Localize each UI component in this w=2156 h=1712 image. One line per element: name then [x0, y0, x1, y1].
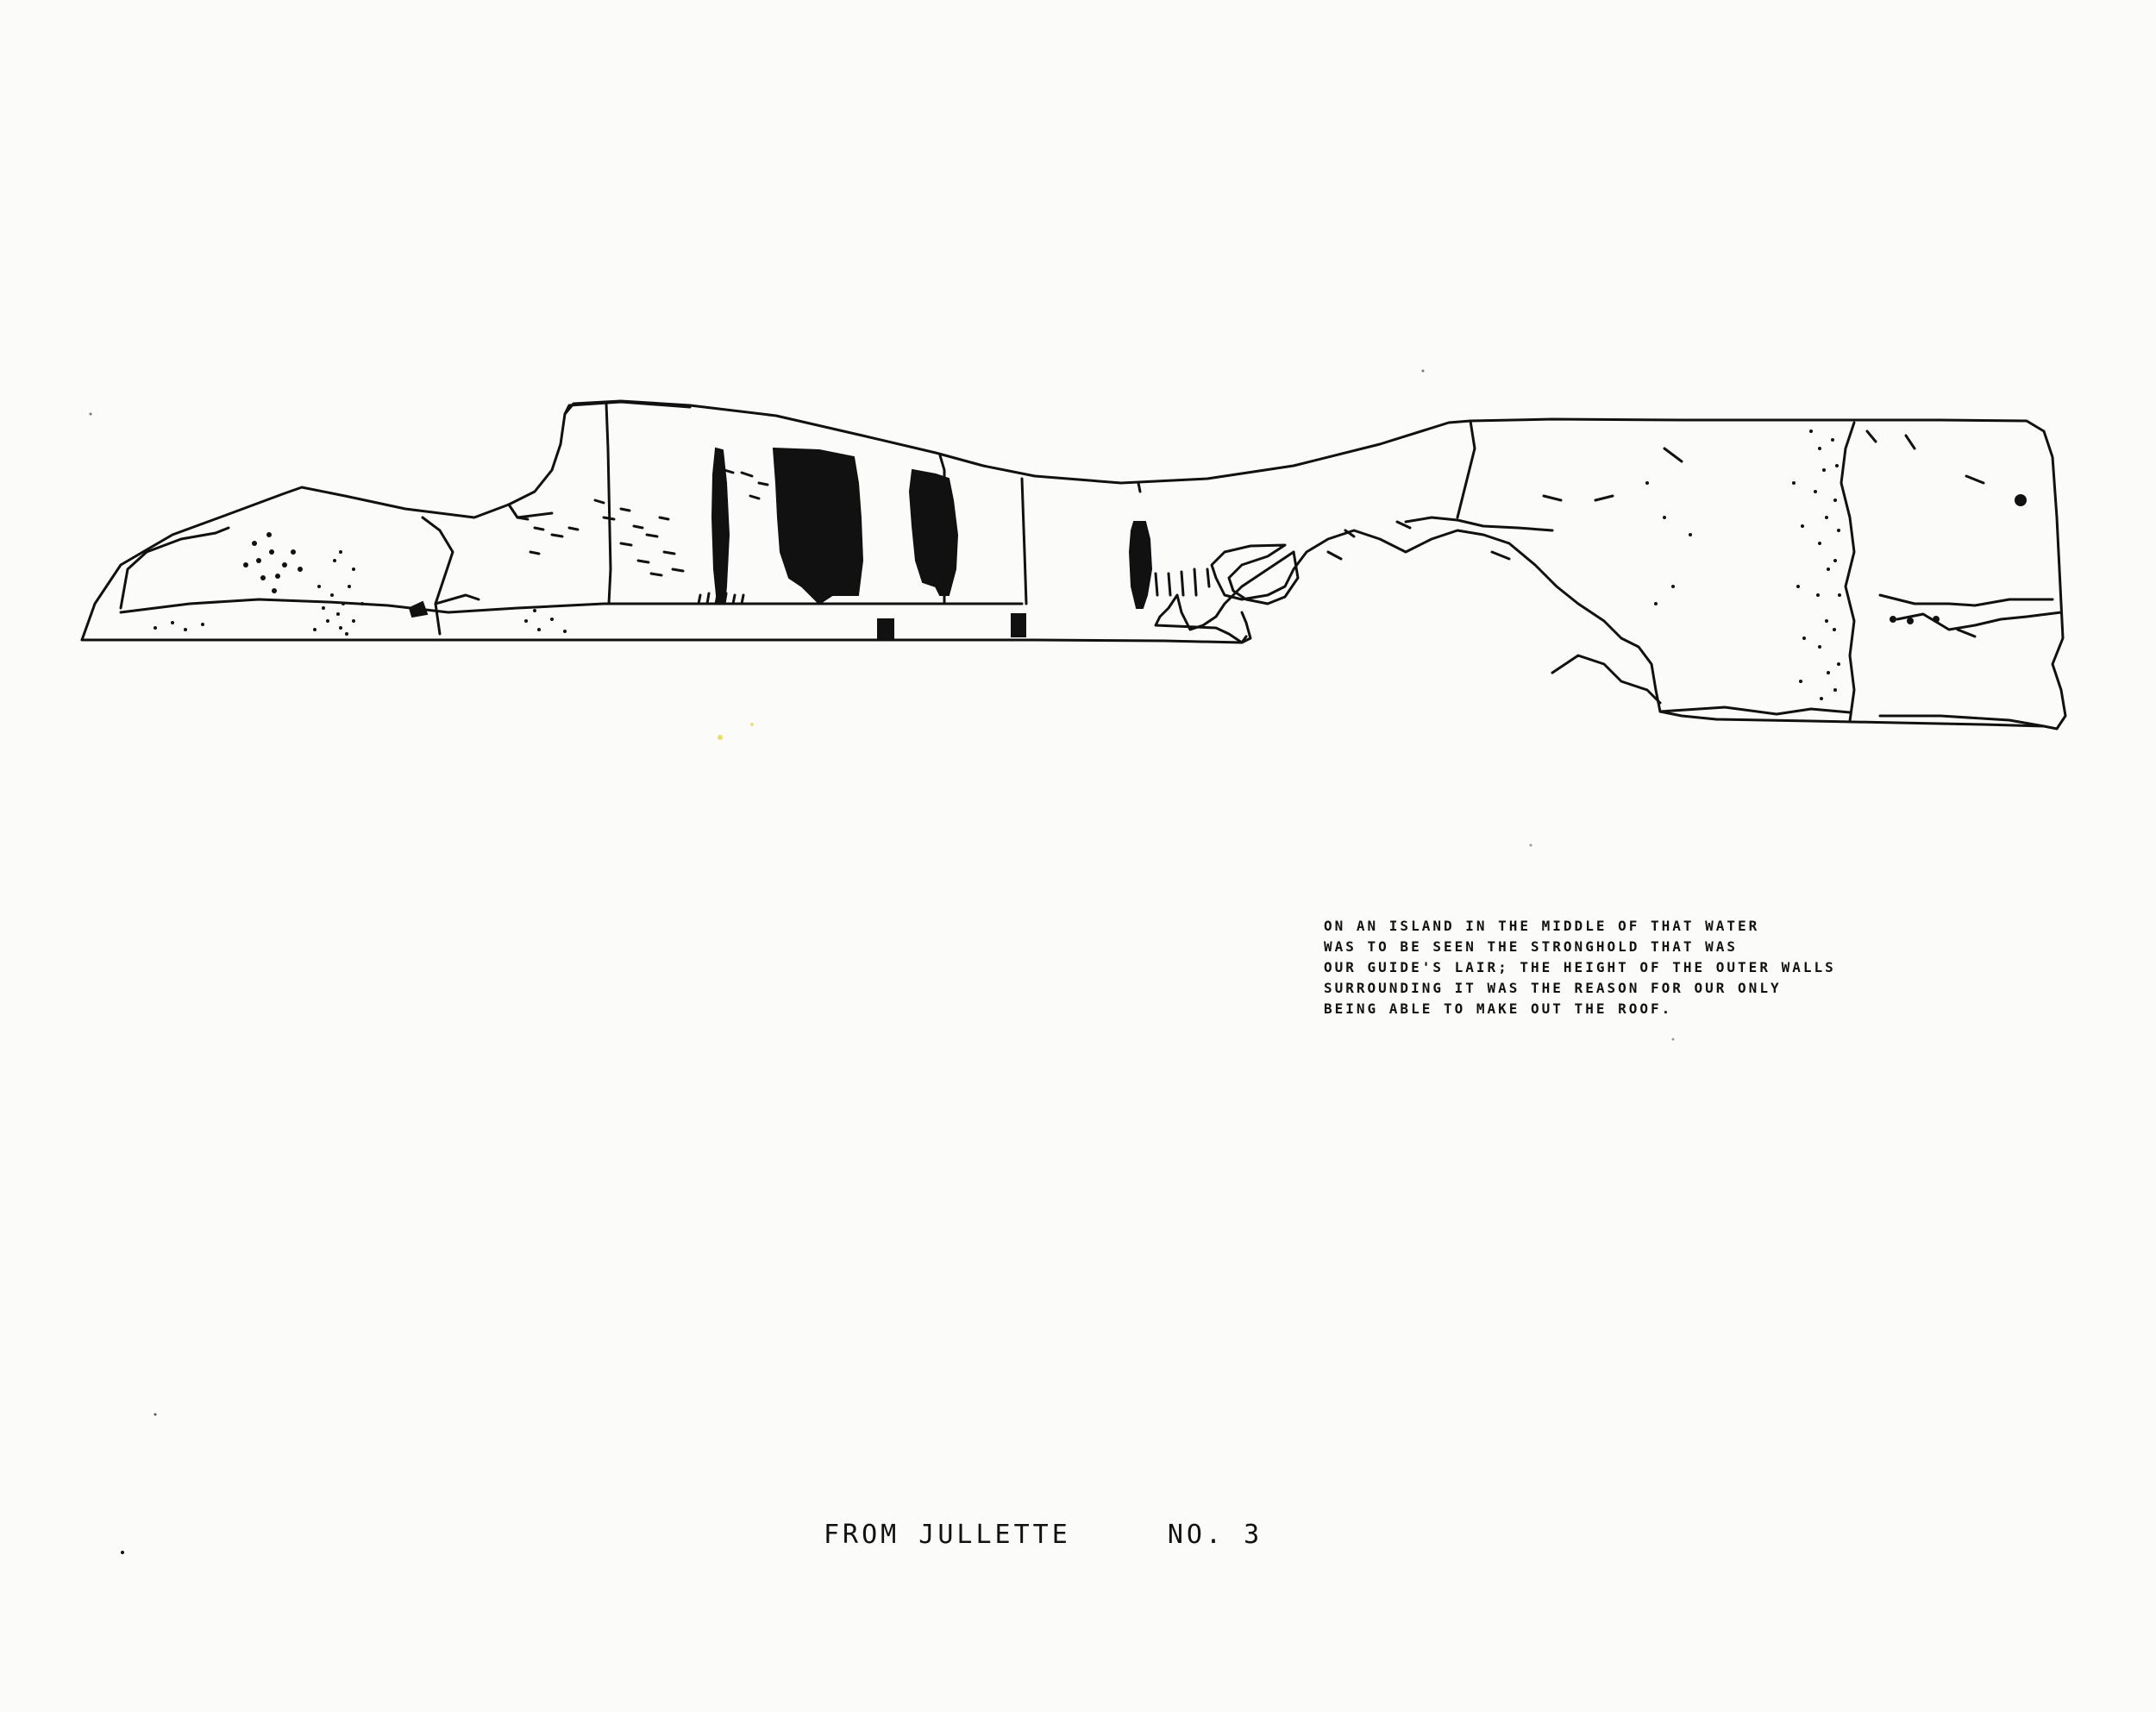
dark-block-1 — [877, 618, 894, 639]
caption-line-4: SURROUNDING IT WAS THE REASON FOR OUR ON… — [1324, 980, 1782, 996]
dark-block-2 — [1011, 613, 1026, 637]
caption-line-5: BEING ABLE TO MAKE OUT THE ROOF. — [1324, 1000, 1673, 1017]
caption-line-1: ON AN ISLAND IN THE MIDDLE OF THAT WATER — [1324, 918, 1760, 934]
base-line — [80, 635, 1248, 644]
caption-line-2: WAS TO BE SEEN THE STRONGHOLD THAT WAS — [1324, 938, 1739, 955]
dark-opening-2 — [772, 447, 864, 605]
dark-opening-1 — [711, 447, 730, 605]
handwritten-caption: ON AN ISLAND IN THE MIDDLE OF THAT WATER… — [1324, 916, 1919, 1019]
stronghold-outline — [80, 399, 2067, 731]
dark-opening-3 — [908, 468, 959, 596]
title-number: NO. 3 — [1167, 1520, 1263, 1550]
dark-opening-4 — [1128, 521, 1153, 609]
caption-line-3: OUR GUIDE'S LAIR; THE HEIGHT OF THE OUTE… — [1324, 959, 1836, 975]
title-text: FROM JULLETTE — [824, 1520, 1071, 1550]
drawing-title: FROM JULLETTE NO. 3 — [824, 1520, 1263, 1550]
